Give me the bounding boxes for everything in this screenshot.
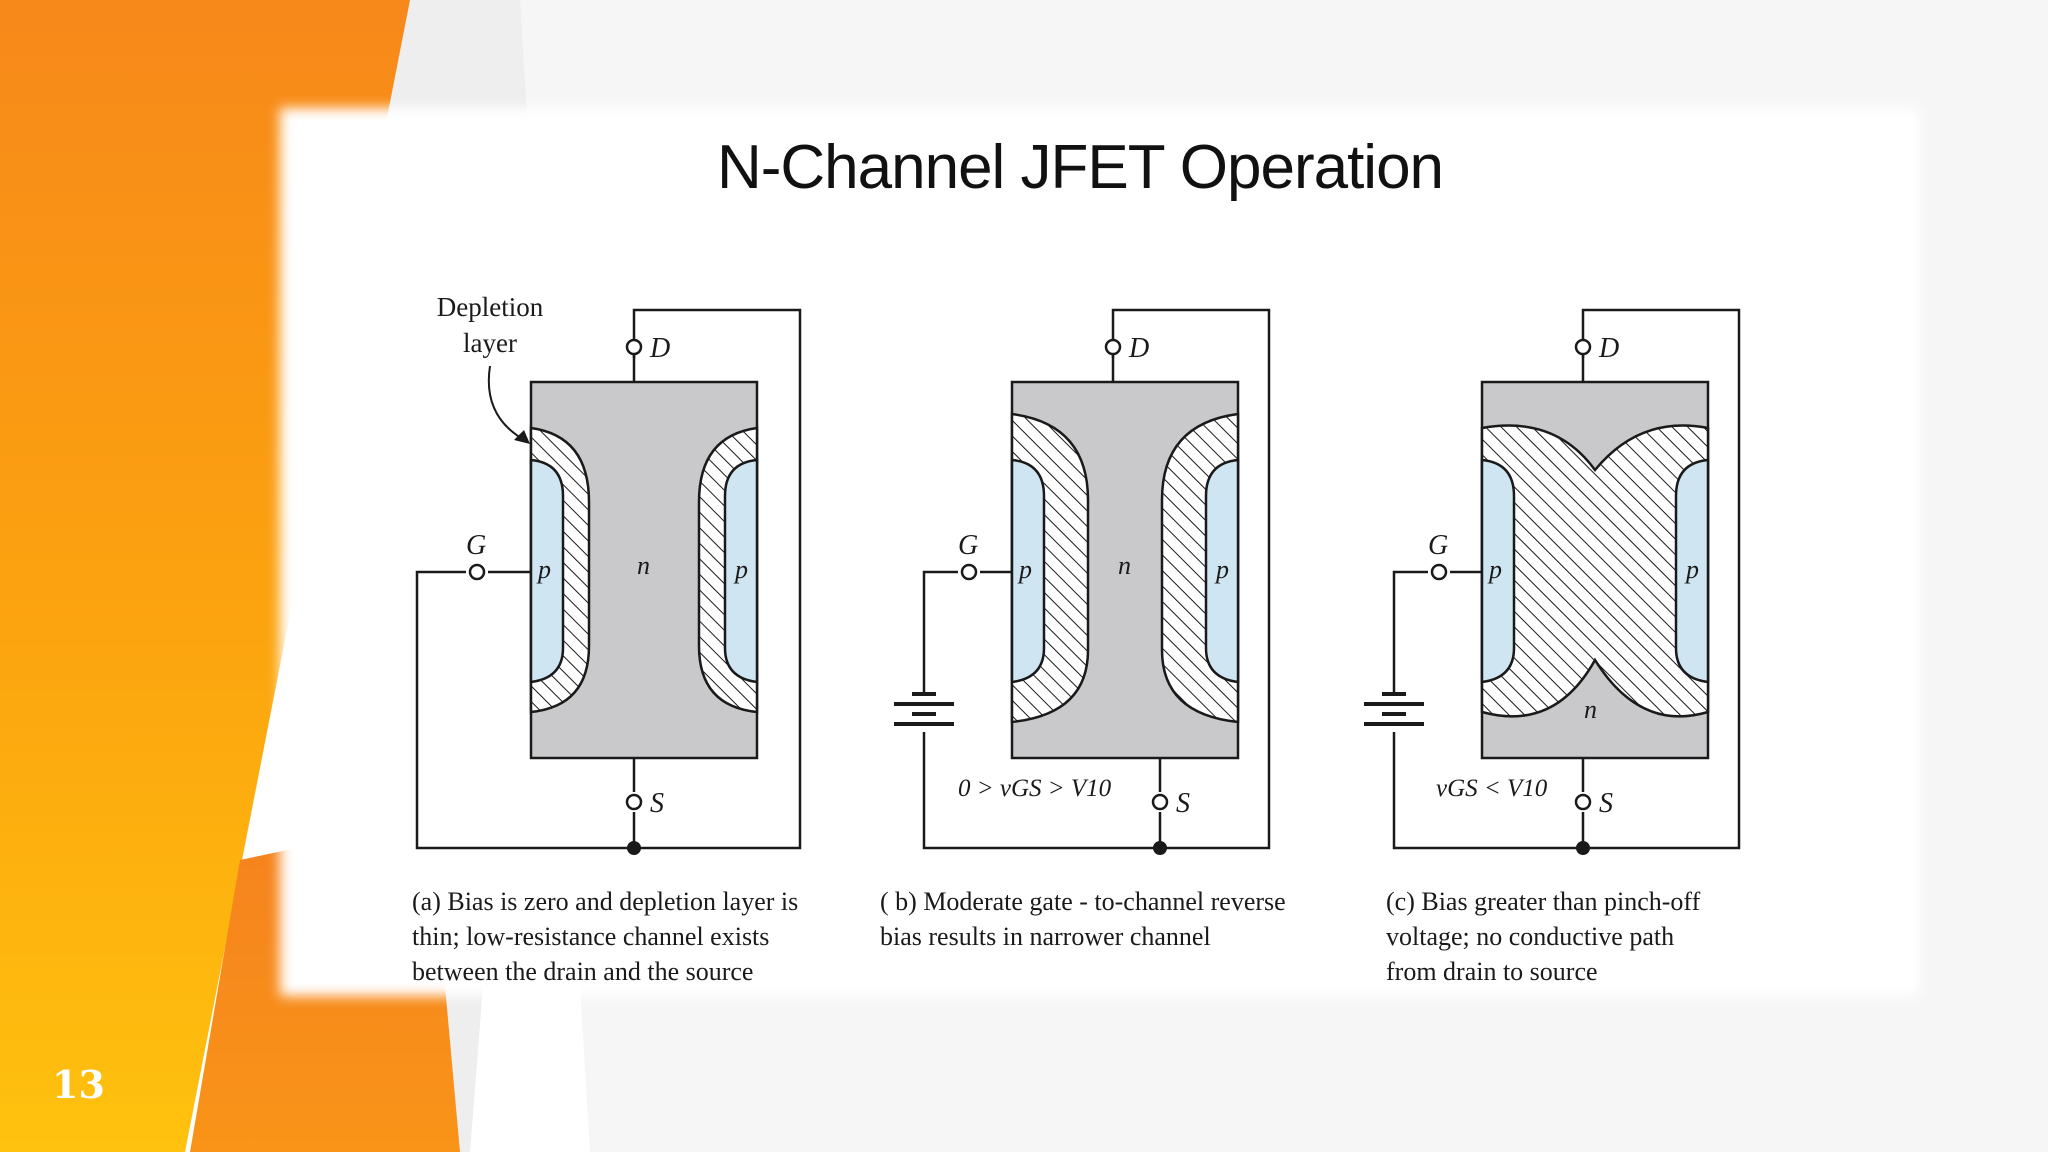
panel-b-bias-label: 0 > vGS > V10 [958, 775, 1112, 802]
panel-c-label-g: G [1428, 530, 1448, 561]
panel-c-label-d: D [1598, 333, 1619, 364]
panel-c-junction [1576, 841, 1590, 855]
panel-a-label-s: S [650, 788, 664, 819]
panel-c-label-s: S [1599, 788, 1613, 819]
panel-b-caption-1: ( b) Moderate gate - to-channel reverse [880, 887, 1286, 916]
panel-c-terminal-g [1430, 563, 1448, 581]
panel-b-label-d: D [1128, 333, 1149, 364]
panel-a-caption-2: thin; low-resistance channel exists [412, 922, 769, 951]
panel-b-terminal-s [1151, 793, 1169, 811]
panel-a-terminal-s [625, 793, 643, 811]
panel-a-junction [627, 841, 641, 855]
panel-a-label-p-left: p [536, 555, 551, 584]
panel-b-caption-2: bias results in narrower channel [880, 922, 1211, 951]
panel-a: D G S p n p (a) Bias is zero and depleti… [412, 308, 802, 986]
panel-b-label-g: G [958, 530, 978, 561]
panel-b: D G S p n p 0 > vGS > V10 ( b) Moderate … [880, 308, 1286, 951]
panel-c-bias-label: vGS < V10 [1436, 775, 1548, 802]
panel-c-wiring [1392, 308, 1741, 850]
panel-c-caption-1: (c) Bias greater than pinch-off [1386, 887, 1701, 916]
panel-a-caption-3: between the drain and the source [412, 957, 753, 986]
panel-c-battery [1364, 692, 1424, 726]
panel-c-label-n: n [1584, 695, 1597, 724]
panel-b-label-n: n [1118, 551, 1131, 580]
panel-b-label-p-left: p [1017, 555, 1032, 584]
panel-b-p-left [1010, 458, 1046, 684]
panel-c-depletion-merged [1480, 424, 1710, 718]
panel-c-p-left [1480, 458, 1516, 684]
panel-c-label-p-left: p [1487, 555, 1502, 584]
panel-a-terminal-g [468, 563, 486, 581]
panel-b-label-p-right: p [1214, 555, 1229, 584]
panel-c-terminal-s [1574, 793, 1592, 811]
panel-c: D G S p n p vGS < V10 (c) Bias greater t… [1364, 308, 1741, 986]
panel-c-label-p-right: p [1684, 555, 1699, 584]
annotation-line-1: Depletion [437, 292, 544, 322]
panel-b-terminal-g [960, 563, 978, 581]
arrow-head [514, 430, 530, 444]
panel-a-label-n: n [637, 551, 650, 580]
annotation-line-2: layer [463, 328, 517, 358]
slide-title: N-Channel JFET Operation [716, 133, 1444, 202]
panel-a-caption-1: (a) Bias is zero and depletion layer is [412, 887, 798, 916]
panel-a-label-d: D [649, 333, 670, 364]
panel-a-label-g: G [466, 530, 486, 561]
panel-b-junction [1153, 841, 1167, 855]
panel-a-label-p-right: p [733, 555, 748, 584]
panel-b-p-right [1204, 458, 1240, 684]
panel-a-terminal-d [625, 338, 643, 356]
panel-b-label-s: S [1176, 788, 1190, 819]
panel-c-caption-3: from drain to source [1386, 957, 1598, 986]
panel-c-terminal-d [1574, 338, 1592, 356]
panel-c-caption-2: voltage; no conductive path [1386, 922, 1674, 951]
panel-b-terminal-d [1104, 338, 1122, 356]
depletion-annotation: Depletion layer [437, 292, 544, 444]
panel-a-p-right [723, 458, 759, 684]
page-number: 13 [52, 1062, 105, 1107]
panel-b-battery [894, 692, 954, 726]
panel-a-p-left [529, 458, 565, 684]
panel-c-p-right [1674, 458, 1710, 684]
